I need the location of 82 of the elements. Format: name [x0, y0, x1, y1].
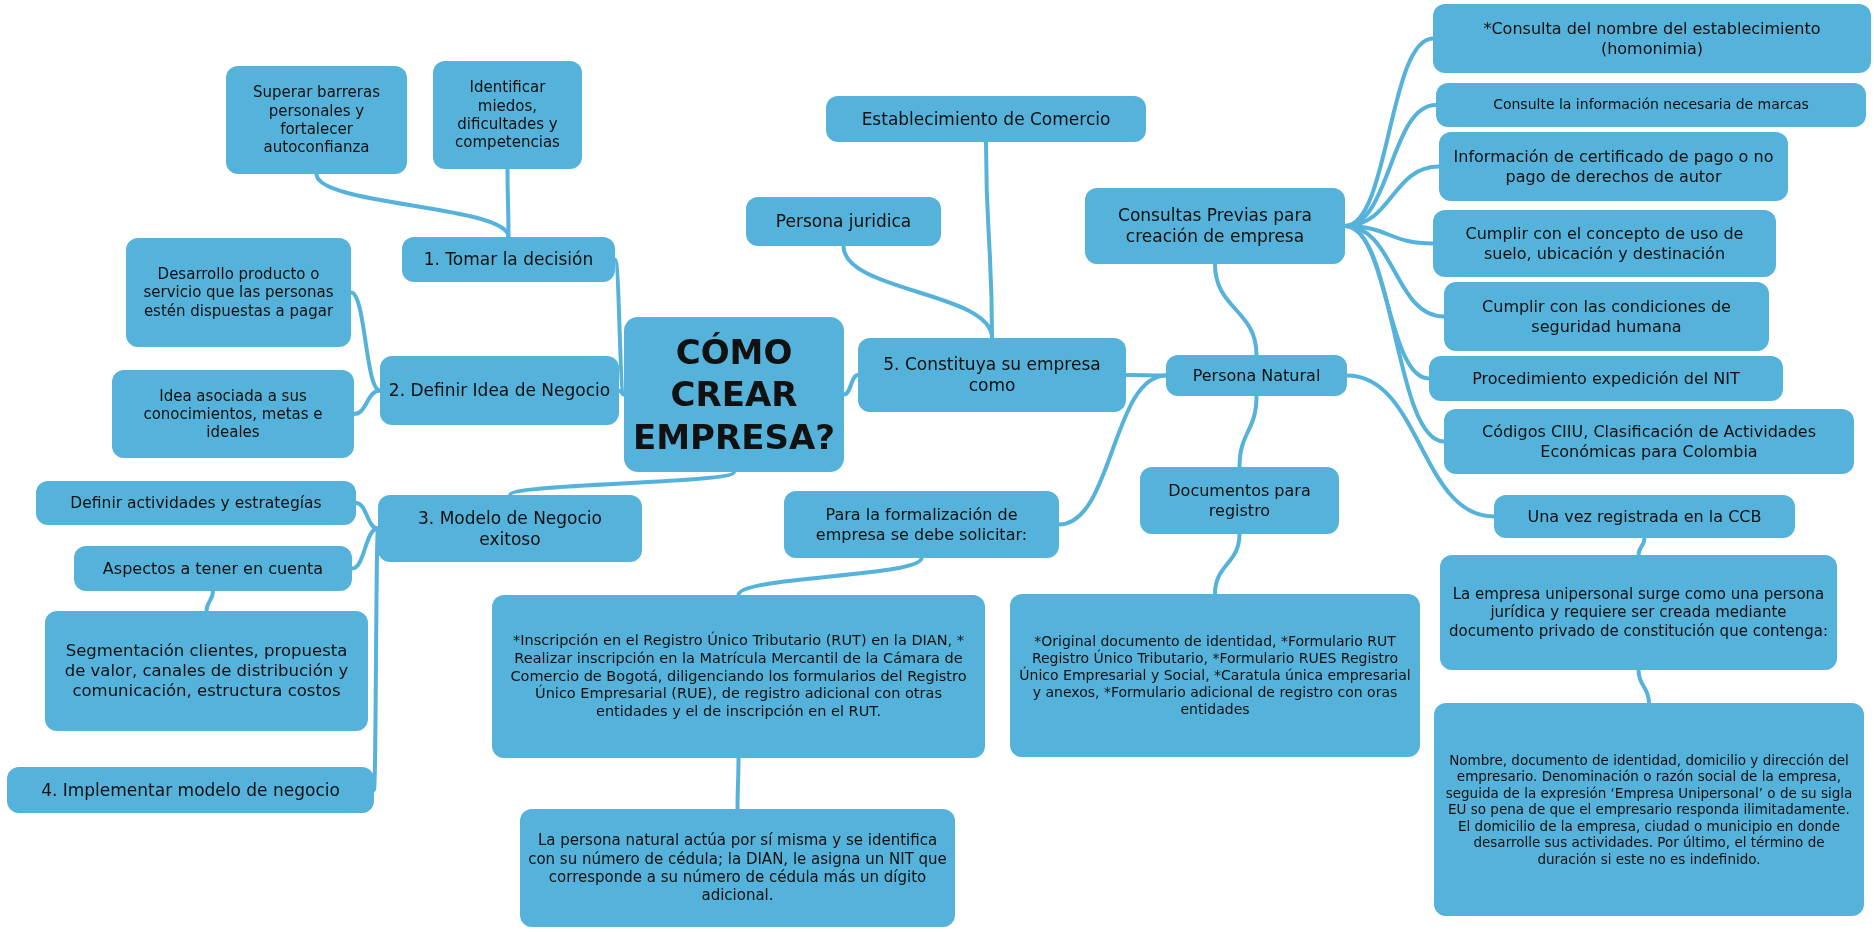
topic-box: [1440, 555, 1837, 670]
topic-text: Superar barreras personales y fortalecer autoconfianza: [252, 83, 381, 157]
connector-line: [505, 167, 511, 239]
topic-box: [74, 546, 352, 591]
topic-box: [784, 491, 1059, 558]
connector-line: [354, 501, 380, 531]
topic-box: [1439, 132, 1788, 201]
topic-text: Persona Natural: [1192, 365, 1321, 386]
topic-box: [378, 495, 642, 562]
connector-line: [1213, 262, 1259, 357]
topic-text: *Original documento de identidad, *Formulario RUT Registro Único Tributario, *Formulario RUES Registro Único Empresarial y Social, *Caratula única empresarial y anexos, *Formulario adicional de registro con oras entidades: [1018, 632, 1412, 719]
connector-line: [1345, 373, 1496, 519]
topic-box: [45, 611, 368, 731]
connector-line: [350, 526, 380, 571]
topic-box: [126, 238, 351, 347]
topic-box: [36, 481, 356, 525]
topic-text: Idea asociada a sus conocimientos, metas e ideales: [142, 386, 324, 442]
topic-box: [858, 338, 1126, 412]
topic-box: [7, 767, 374, 813]
topic-text: Códigos CIIU, Clasificación de Actividades Económicas para Colombia: [1480, 422, 1817, 461]
connector-line: [1124, 373, 1168, 378]
connector-line: [736, 556, 924, 597]
topic-text: Consultas Previas para creación de empresa: [1117, 205, 1313, 247]
topic-box: [1436, 83, 1866, 127]
topic-text: Cumplir con las condiciones de seguridad humana: [1481, 297, 1732, 336]
topic-text: Desarrollo producto o servicio que las personas estén dispuestas a pagar: [142, 265, 335, 320]
topic-box: [826, 96, 1146, 142]
topic-text: Aspectos a tener en cuenta: [102, 558, 324, 579]
topic-box: [112, 370, 354, 458]
connector-line: [1636, 668, 1651, 705]
topic-box: [746, 197, 941, 246]
topic-text: Para la formalización de empresa se debe solicitar:: [814, 505, 1029, 544]
connector-line: [1213, 532, 1242, 596]
topic-box: [380, 356, 619, 425]
topic-text: 5. Constituya su empresa como: [882, 354, 1102, 396]
topic-text: Consulte la información necesaria de marcas: [1493, 96, 1809, 114]
topic-box: [1429, 356, 1783, 401]
topic-text: Cumplir con el concepto de uso de suelo, ubicación y destinación: [1464, 224, 1745, 263]
topic-text: Procedimiento expedición del NIT: [1472, 368, 1740, 389]
topic-box: [1444, 282, 1769, 351]
topic-text: Documentos para registro: [1167, 481, 1312, 520]
topic-box: [402, 237, 615, 282]
connector-line: [352, 388, 382, 416]
topic-text: Nombre, documento de identidad, domicilio y dirección del empresario. Denominación o razón social de la empresa, seguida de la expresión ‘Empresa Unipersonal’ o de su sigla EU so pena de que el empresario responda ilimitadamente. El domicilio de la empresa, ciudad o municipio en donde desarrolle sus actividades. Por último, el término de duración si este no es indefinido.: [1444, 751, 1854, 868]
topic-text: 1. Tomar la decisión: [423, 249, 594, 270]
topic-box: [226, 66, 407, 174]
topic-text: La empresa unipersonal surge como una persona jurídica y requiere ser creada mediante documento privado de constitución que contenga:: [1448, 585, 1829, 640]
connector-line: [508, 470, 736, 497]
topic-box: [1166, 355, 1347, 396]
topic-box: [1433, 4, 1871, 73]
topic-box: [492, 595, 985, 758]
connector-line: [735, 756, 741, 811]
topic-box: [1494, 495, 1795, 538]
topic-text: La persona natural actúa por sí misma y se identifica con su número de cédula; la DIAN, le asigna un NIT que corresponde a su número de cédula más un dígito adicional.: [528, 831, 947, 905]
connector-line: [1057, 373, 1168, 527]
topic-box: [1085, 188, 1345, 264]
topic-text: Información de certificado de pago o no pago de derechos de autor: [1452, 147, 1775, 186]
topic-text: 2. Definir Idea de Negocio: [388, 380, 611, 401]
topic-text: Establecimiento de Comercio: [861, 108, 1111, 130]
topic-text: 3. Modelo de Negocio exitoso: [417, 507, 603, 550]
central-topic-text: CÓMO CREAR EMPRESA?: [633, 330, 835, 459]
topic-box: [1433, 210, 1776, 277]
topic-text: Segmentación clientes, propuesta de valor, canales de distribución y comunicación, estructura costos: [63, 640, 350, 702]
connector-line: [842, 373, 860, 397]
topic-text: Una vez registrada en la CCB: [1527, 506, 1762, 527]
topic-box: [520, 809, 955, 927]
topic-text: *Consulta del nombre del establecimiento (homonimia): [1482, 19, 1822, 58]
topic-text: Identificar miedos, dificultades y competencias: [454, 78, 561, 152]
topic-box: [433, 61, 582, 169]
central-topic-box: [624, 317, 844, 472]
topic-text: Persona juridica: [775, 211, 912, 232]
topic-text: Definir actividades y estrategías: [70, 493, 322, 513]
connector-line: [841, 244, 994, 340]
topic-box: [1010, 594, 1420, 757]
topic-box: [1140, 467, 1339, 534]
topic-box: [1434, 703, 1864, 916]
connector-line: [1237, 394, 1259, 469]
connector-line: [1636, 536, 1647, 557]
topic-text: *Inscripción en el Registro Único Tributario (RUT) en la DIAN, * Realizar inscripción en la Matrícula Mercantil de la Cámara de Comercio de Bogotá, diligenciando los formularios del Registro Único Empresarial (RUE), de registro adicional con otras entidades y el de inscripción en el RUT.: [509, 632, 968, 721]
topic-box: [1444, 409, 1854, 474]
topic-text: 4. Implementar modelo de negocio: [41, 779, 340, 801]
connector-line: [204, 589, 215, 613]
